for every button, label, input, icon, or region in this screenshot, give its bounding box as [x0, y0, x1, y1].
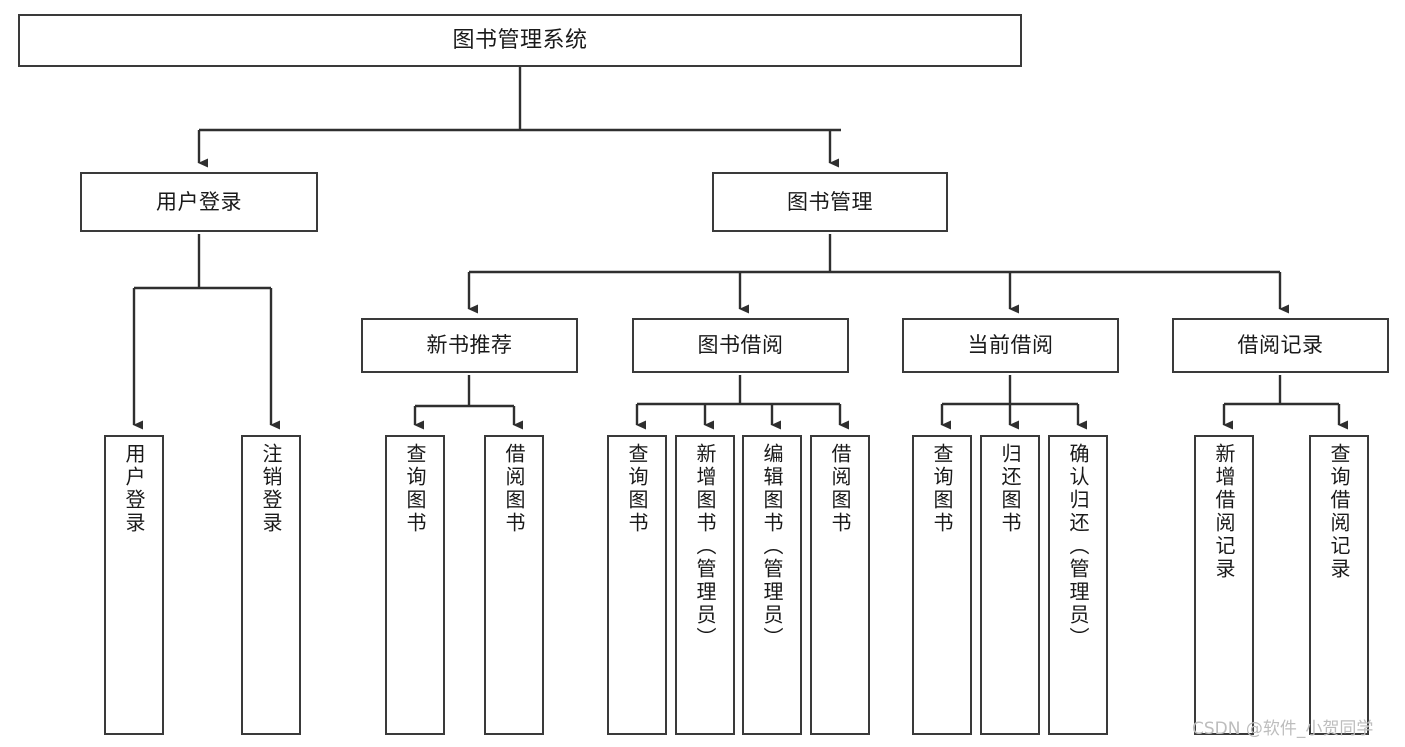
- node-label: 注销登录: [259, 443, 283, 535]
- node-label: 确认归还（管理员）: [1066, 443, 1090, 650]
- node-label: 借阅图书: [828, 443, 852, 535]
- leaf-add-book-admin[interactable]: 新增图书（管理员）: [675, 435, 735, 735]
- leaf-logout[interactable]: 注销登录: [241, 435, 301, 735]
- node-label: 用户登录: [122, 443, 146, 535]
- node-label: 编辑图书（管理员）: [760, 443, 784, 650]
- leaf-query-book-borrow[interactable]: 查询图书: [607, 435, 667, 735]
- leaf-confirm-return-admin[interactable]: 确认归还（管理员）: [1048, 435, 1108, 735]
- node-label: 借阅图书: [502, 443, 526, 535]
- node-user-login[interactable]: 用户登录: [80, 172, 318, 232]
- node-label: 图书管理系统: [452, 27, 588, 53]
- node-label: 新增借阅记录: [1212, 443, 1236, 581]
- node-book-borrow[interactable]: 图书借阅: [632, 318, 849, 373]
- leaf-user-login[interactable]: 用户登录: [104, 435, 164, 735]
- leaf-borrow-book[interactable]: 借阅图书: [810, 435, 870, 735]
- node-label: 查询图书: [625, 443, 649, 535]
- leaf-query-borrow-record[interactable]: 查询借阅记录: [1309, 435, 1369, 735]
- node-label: 查询图书: [403, 443, 427, 535]
- node-label: 用户登录: [156, 189, 242, 214]
- node-new-book-recommend[interactable]: 新书推荐: [361, 318, 578, 373]
- node-borrow-record[interactable]: 借阅记录: [1172, 318, 1389, 373]
- node-root-system[interactable]: 图书管理系统: [18, 14, 1022, 67]
- node-label: 查询借阅记录: [1327, 443, 1351, 581]
- leaf-return-book[interactable]: 归还图书: [980, 435, 1040, 735]
- node-current-borrow[interactable]: 当前借阅: [902, 318, 1119, 373]
- leaf-query-book-current[interactable]: 查询图书: [912, 435, 972, 735]
- leaf-add-borrow-record[interactable]: 新增借阅记录: [1194, 435, 1254, 735]
- leaf-edit-book-admin[interactable]: 编辑图书（管理员）: [742, 435, 802, 735]
- csdn-watermark: CSDN @软件_小贺同学: [1192, 719, 1374, 739]
- node-label: 图书借阅: [697, 333, 784, 358]
- node-book-management[interactable]: 图书管理: [712, 172, 948, 232]
- node-label: 当前借阅: [967, 333, 1054, 358]
- leaf-query-book-recommend[interactable]: 查询图书: [385, 435, 445, 735]
- node-label: 借阅记录: [1237, 333, 1324, 358]
- node-label: 归还图书: [998, 443, 1022, 535]
- node-label: 新书推荐: [426, 333, 513, 358]
- node-label: 查询图书: [930, 443, 954, 535]
- leaf-borrow-book-recommend[interactable]: 借阅图书: [484, 435, 544, 735]
- node-label: 图书管理: [787, 189, 873, 214]
- node-label: 新增图书（管理员）: [693, 443, 717, 650]
